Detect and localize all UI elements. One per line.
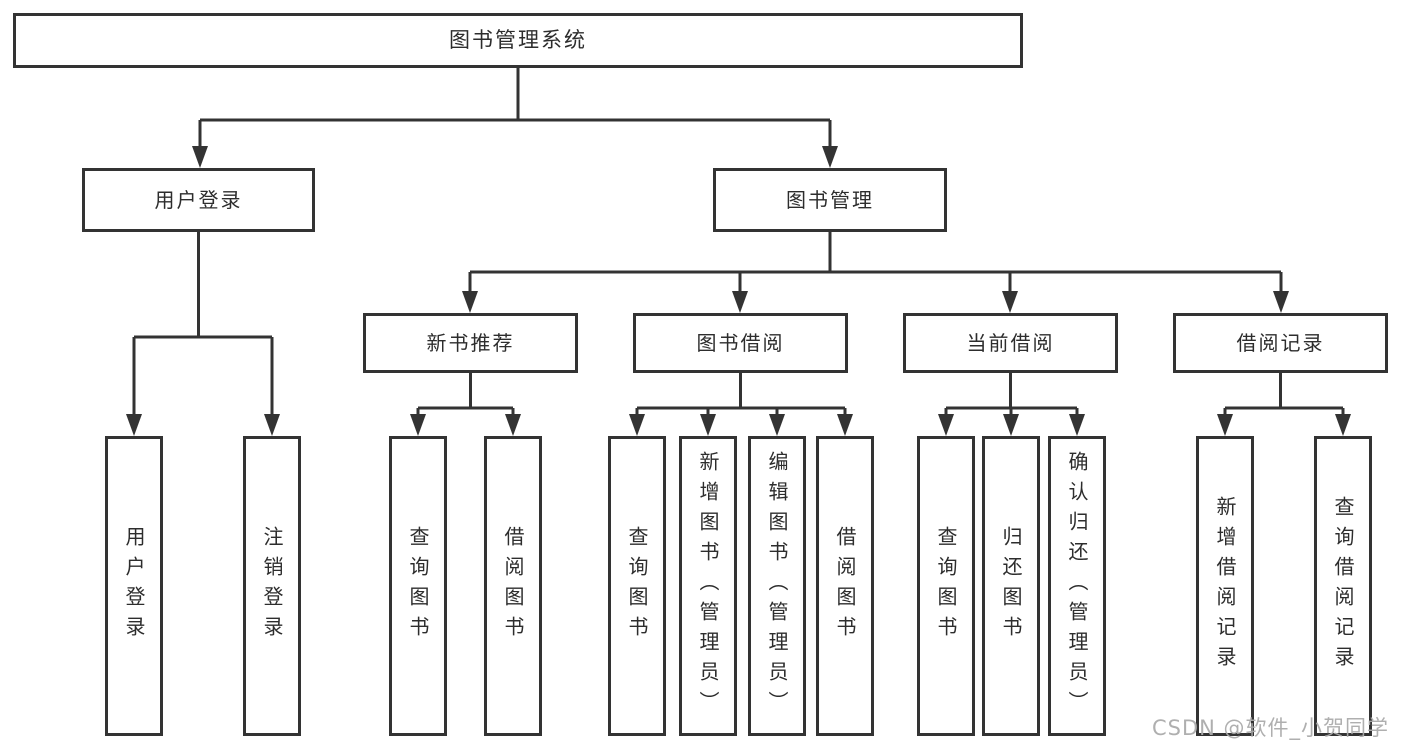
arrow-icon xyxy=(192,146,208,168)
leaf-records-add-record: 新增借阅记录 xyxy=(1196,436,1254,736)
edge-login-to-leaves xyxy=(132,232,274,432)
leaf-current-confirm-return-admin: 确认归还（管理员） xyxy=(1048,436,1106,736)
leaf-rec-query-books: 查询图书 xyxy=(389,436,447,736)
leaf-current-return-books: 归还图书 xyxy=(982,436,1040,736)
edge-mgmt-to-level3 xyxy=(468,232,1283,309)
node-book-borrow: 图书借阅 xyxy=(633,313,848,373)
leaf-current-query-books: 查询图书 xyxy=(917,436,975,736)
arrow-icon xyxy=(410,414,426,436)
leaf-borrow-add-books-admin: 新增图书（管理员） xyxy=(679,436,737,736)
arrow-icon xyxy=(462,291,478,313)
node-user-login: 用户登录 xyxy=(82,168,315,232)
leaf-records-query-record: 查询借阅记录 xyxy=(1314,436,1372,736)
arrow-icon xyxy=(1069,414,1085,436)
edge-borrow-to-leaves xyxy=(635,373,847,432)
arrow-icon xyxy=(505,414,521,436)
arrow-icon xyxy=(126,414,142,436)
arrow-icon xyxy=(1335,414,1351,436)
csdn-watermark: CSDN @软件_小贺同学 xyxy=(1152,716,1390,740)
node-new-book-recommend: 新书推荐 xyxy=(363,313,578,373)
arrow-icon xyxy=(938,414,954,436)
node-root: 图书管理系统 xyxy=(13,13,1023,68)
edge-records-to-leaves xyxy=(1223,373,1345,432)
arrow-icon xyxy=(1003,414,1019,436)
leaf-rec-borrow-books: 借阅图书 xyxy=(484,436,542,736)
leaf-borrow-query-books: 查询图书 xyxy=(608,436,666,736)
node-book-management: 图书管理 xyxy=(713,168,947,232)
arrow-icon xyxy=(629,414,645,436)
edge-root-to-level2 xyxy=(198,68,832,164)
edge-rec-to-leaves xyxy=(416,373,515,432)
leaf-borrow-borrow-books: 借阅图书 xyxy=(816,436,874,736)
arrow-icon xyxy=(837,414,853,436)
leaf-borrow-edit-books-admin: 编辑图书（管理员） xyxy=(748,436,806,736)
arrow-icon xyxy=(1217,414,1233,436)
arrow-icon xyxy=(1273,291,1289,313)
node-current-borrow: 当前借阅 xyxy=(903,313,1118,373)
arrow-icon xyxy=(769,414,785,436)
leaf-logout: 注销登录 xyxy=(243,436,301,736)
leaf-user-login: 用户登录 xyxy=(105,436,163,736)
edge-current-to-leaves xyxy=(944,373,1079,432)
node-borrow-records: 借阅记录 xyxy=(1173,313,1388,373)
arrow-icon xyxy=(264,414,280,436)
arrow-icon xyxy=(700,414,716,436)
arrow-icon xyxy=(822,146,838,168)
arrow-icon xyxy=(1002,291,1018,313)
arrow-icon xyxy=(732,291,748,313)
